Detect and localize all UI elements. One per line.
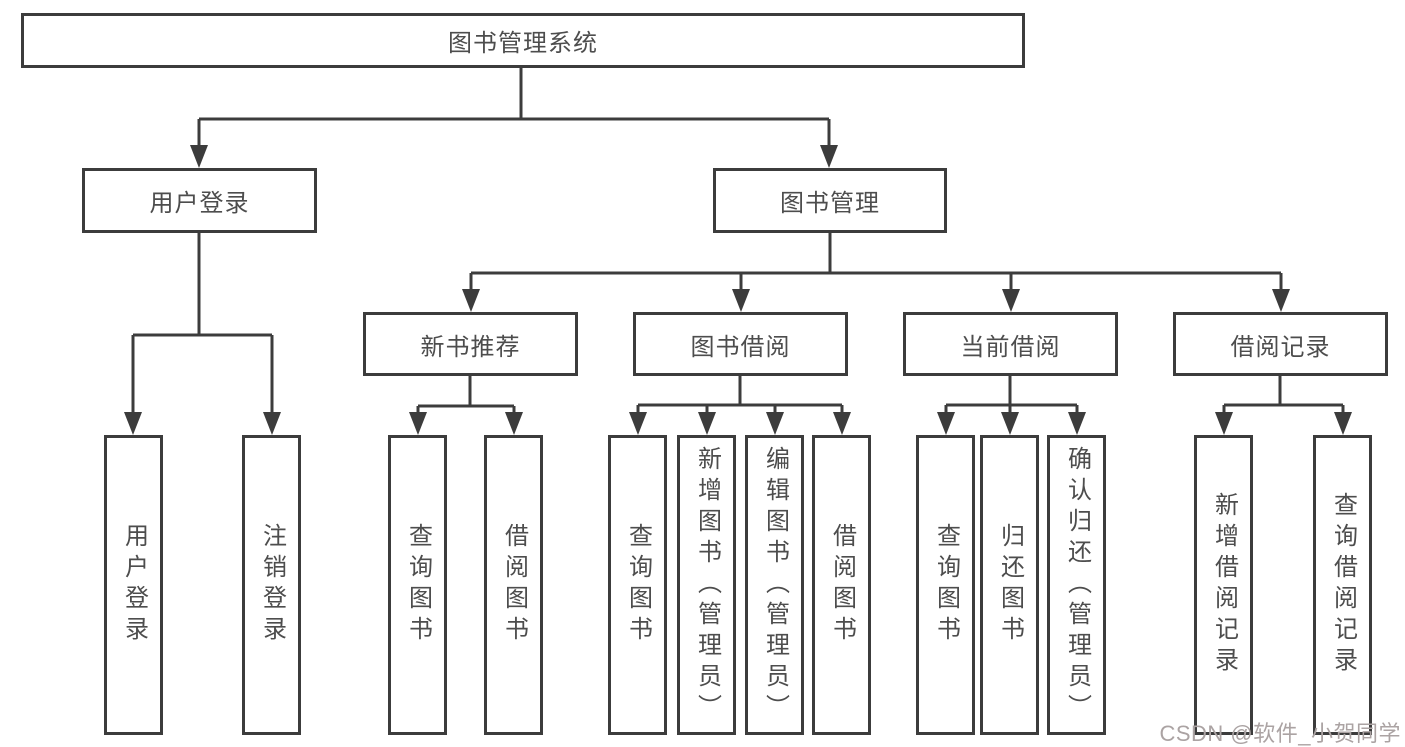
leaf-logout: 注销登录 <box>242 435 301 735</box>
leaf-label: 归还图书 <box>996 523 1024 647</box>
node-root: 图书管理系统 <box>21 13 1025 68</box>
leaf-current-query-books: 查询图书 <box>916 435 975 735</box>
leaf-label: 借阅图书 <box>500 523 528 647</box>
leaf-borrow-borrow-books: 借阅图书 <box>812 435 871 735</box>
leaf-borrow-query-books: 查询图书 <box>608 435 667 735</box>
leaf-label: 注销登录 <box>258 523 286 647</box>
watermark: CSDN @软件_小贺同学 <box>1159 721 1401 746</box>
leaf-label: 查询图书 <box>404 523 432 647</box>
leaf-recommend-borrow-books: 借阅图书 <box>484 435 543 735</box>
node-new-book-recommend: 新书推荐 <box>363 312 578 376</box>
node-current-borrow: 当前借阅 <box>903 312 1118 376</box>
node-borrow-records: 借阅记录 <box>1173 312 1388 376</box>
leaf-label: 新增借阅记录 <box>1210 492 1238 678</box>
leaf-label: 编辑图书（管理员） <box>761 445 789 725</box>
leaf-label: 新增图书（管理员） <box>693 445 721 725</box>
node-user-login: 用户登录 <box>82 168 317 233</box>
leaf-recommend-query-books: 查询图书 <box>388 435 447 735</box>
leaf-label: 确认归还（管理员） <box>1063 445 1091 725</box>
leaf-borrow-edit-books-admin: 编辑图书（管理员） <box>745 435 804 735</box>
leaf-user-login: 用户登录 <box>104 435 163 735</box>
node-book-management: 图书管理 <box>713 168 947 233</box>
leaf-current-return-books: 归还图书 <box>980 435 1039 735</box>
leaf-records-query-record: 查询借阅记录 <box>1313 435 1372 735</box>
leaf-label: 查询图书 <box>624 523 652 647</box>
node-book-borrow: 图书借阅 <box>633 312 848 376</box>
leaf-label: 借阅图书 <box>828 523 856 647</box>
leaf-records-add-record: 新增借阅记录 <box>1194 435 1253 735</box>
leaf-label: 查询图书 <box>932 523 960 647</box>
leaf-label: 用户登录 <box>120 523 148 647</box>
leaf-label: 查询借阅记录 <box>1329 492 1357 678</box>
leaf-current-confirm-return-admin: 确认归还（管理员） <box>1047 435 1106 735</box>
leaf-borrow-add-books-admin: 新增图书（管理员） <box>677 435 736 735</box>
